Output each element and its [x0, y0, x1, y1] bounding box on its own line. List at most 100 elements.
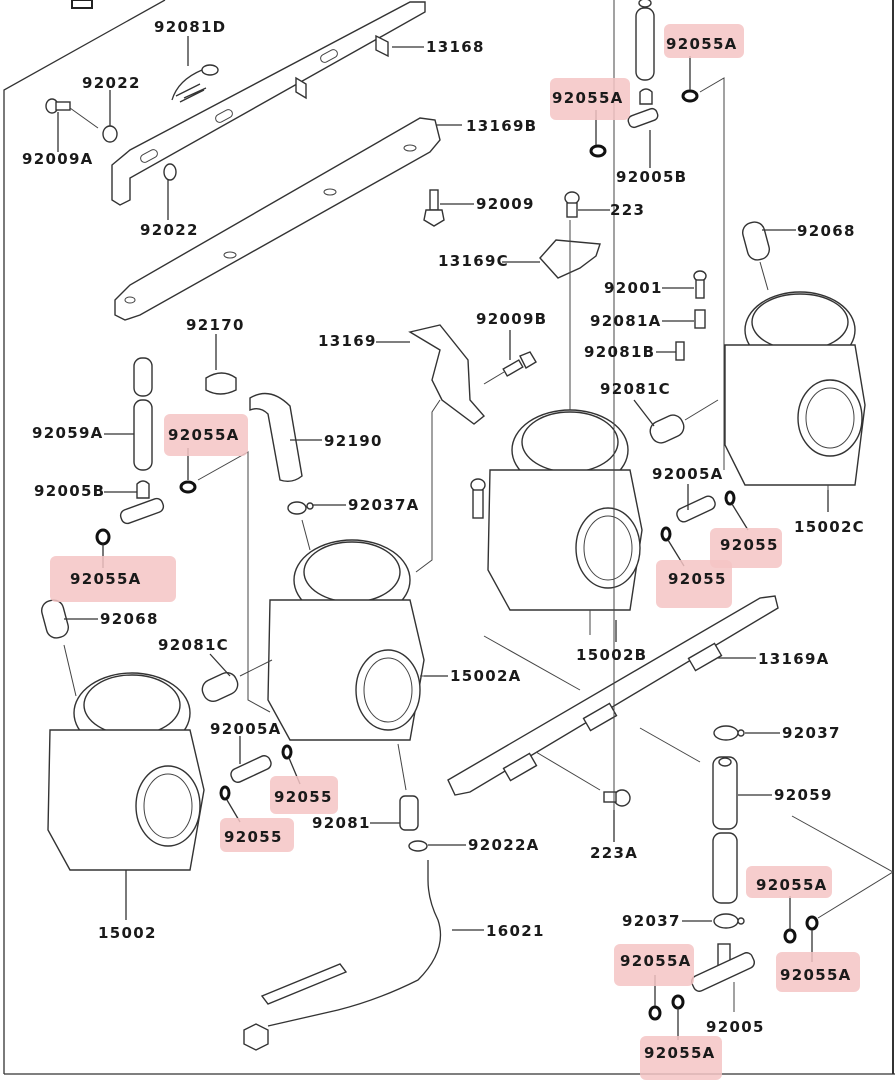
label-92068-right: 92068: [797, 222, 856, 240]
label-92009A: 92009A: [22, 150, 94, 168]
spring-92081A: [694, 309, 706, 329]
highlight-92055A-left-lower: [50, 556, 176, 602]
washer-92022-top: [102, 125, 118, 143]
screw-92001: [693, 270, 707, 299]
highlight-92055A-top-left: [550, 78, 630, 120]
plug-92068-left: [41, 599, 77, 697]
pipe-92005A-right: [676, 495, 716, 523]
label-92037-top: 92037: [782, 724, 841, 742]
label-92081A: 92081A: [590, 312, 662, 330]
bolt-92009B: [483, 351, 537, 385]
hose-92190: [249, 392, 303, 483]
label-92005B-left: 92005B: [34, 482, 106, 500]
label-13168: 13168: [426, 38, 485, 56]
label-92170: 92170: [186, 316, 245, 334]
label-92059: 92059: [774, 786, 833, 804]
pipe-92005A-left: [230, 755, 272, 783]
highlight-92055A-bottom-left-lower: [640, 1036, 722, 1080]
label-92055A-left-lower: 92055A: [70, 570, 142, 588]
label-92081B: 92081B: [584, 343, 656, 361]
screw-223A: [603, 0, 631, 810]
oring-92055A-top-right: [681, 89, 699, 103]
bracket-13169B: [114, 117, 441, 321]
label-92055A-bottom-left-upper: 92055A: [620, 952, 692, 970]
label-92022-top: 92022: [82, 74, 141, 92]
highlight-92055-left-upper: [270, 776, 338, 814]
label-92009B: 92009B: [476, 310, 548, 328]
label-92059A: 92059A: [32, 424, 104, 442]
oring-92055A-bottom-left-upper: [648, 1005, 662, 1021]
highlight-92055A-bottom-left-upper: [614, 944, 694, 986]
oring-92055A-bottom-right-lower: [805, 915, 819, 931]
oring-92055-right-lower: [660, 526, 672, 542]
clip-92037-top: [713, 725, 745, 741]
label-15002B: 15002B: [576, 646, 648, 664]
washer-92022A: [408, 840, 428, 852]
bracket-13168: [111, 1, 426, 206]
label-13169B: 13169B: [466, 117, 538, 135]
highlight-92055-right-lower: [656, 560, 732, 608]
spring-92081B: [675, 341, 685, 361]
label-92055-left-lower: 92055: [224, 828, 283, 846]
bracket-13169: [408, 324, 486, 573]
label-223: 223: [610, 201, 646, 219]
label-92005A-right: 92005A: [652, 465, 724, 483]
label-92055-left-upper: 92055: [274, 788, 333, 806]
label-92001: 92001: [604, 279, 663, 297]
carburetor-15002A: [267, 539, 444, 791]
hose-92059: [712, 756, 738, 904]
label-13169C: 13169C: [438, 252, 509, 270]
label-92081C-left: 92081C: [158, 636, 229, 654]
label-92005: 92005: [706, 1018, 765, 1036]
bracket-13169C: [539, 220, 601, 410]
label-92055A-bottom-right-upper: 92055A: [756, 876, 828, 894]
label-92037A: 92037A: [348, 496, 420, 514]
carburetor-15002C: [724, 221, 866, 510]
highlight-92055-left-lower: [220, 818, 294, 852]
rail-13169A: [447, 595, 779, 796]
highlight-92055A-bottom-right-upper: [746, 866, 832, 898]
clamp-92170: [205, 372, 237, 395]
label-92055-right-upper: 92055: [720, 536, 779, 554]
label-92081D: 92081D: [154, 18, 227, 36]
spring-92081C-right: [649, 399, 719, 444]
screw-92009A: [45, 98, 99, 129]
label-92190: 92190: [324, 432, 383, 450]
bolt-92009: [423, 189, 445, 227]
highlight-92055A-top-right: [664, 24, 744, 58]
label-92055A-top-right: 92055A: [666, 35, 738, 53]
label-92009: 92009: [476, 195, 535, 213]
spring-92081C-left: [201, 659, 273, 702]
label-92055A-bottom-right-lower: 92055A: [780, 966, 852, 984]
label-92037-bottom: 92037: [622, 912, 681, 930]
oring-92055A-left-upper: [179, 480, 197, 494]
highlight-92055A-bottom-right-lower: [776, 952, 860, 992]
label-16021: 16021: [486, 922, 545, 940]
label-13169: 13169: [318, 332, 377, 350]
label-92055A-left-upper: 92055A: [168, 426, 240, 444]
hose-92059A: [133, 357, 153, 471]
screw-223: [564, 191, 580, 218]
highlight-92055A-left-upper: [164, 414, 248, 456]
label-92055A-top-left: 92055A: [552, 89, 624, 107]
carburetor-15002B: [470, 409, 643, 635]
cable-16021: [243, 860, 442, 1051]
label-15002C: 15002C: [794, 518, 865, 536]
fitting-92005: [690, 943, 756, 1012]
fitting-92005B-left: [119, 480, 165, 525]
label-92005A-left: 92005A: [210, 720, 282, 738]
clip-92037-bottom: [713, 913, 745, 929]
oring-92055-left-upper: [281, 744, 293, 760]
label-13169A: 13169A: [758, 650, 830, 668]
oring-92055A-bottom-left-lower: [671, 994, 685, 1010]
spring-92081: [399, 795, 419, 831]
label-92055-right-lower: 92055: [668, 570, 727, 588]
oring-92055A-top-left: [589, 144, 607, 158]
oring-92055-left-lower: [219, 785, 231, 801]
oring-92055A-left-lower: [95, 528, 111, 546]
label-223A: 223A: [590, 844, 639, 862]
clip-92037A: [287, 501, 314, 551]
label-92022-mid: 92022: [140, 221, 199, 239]
